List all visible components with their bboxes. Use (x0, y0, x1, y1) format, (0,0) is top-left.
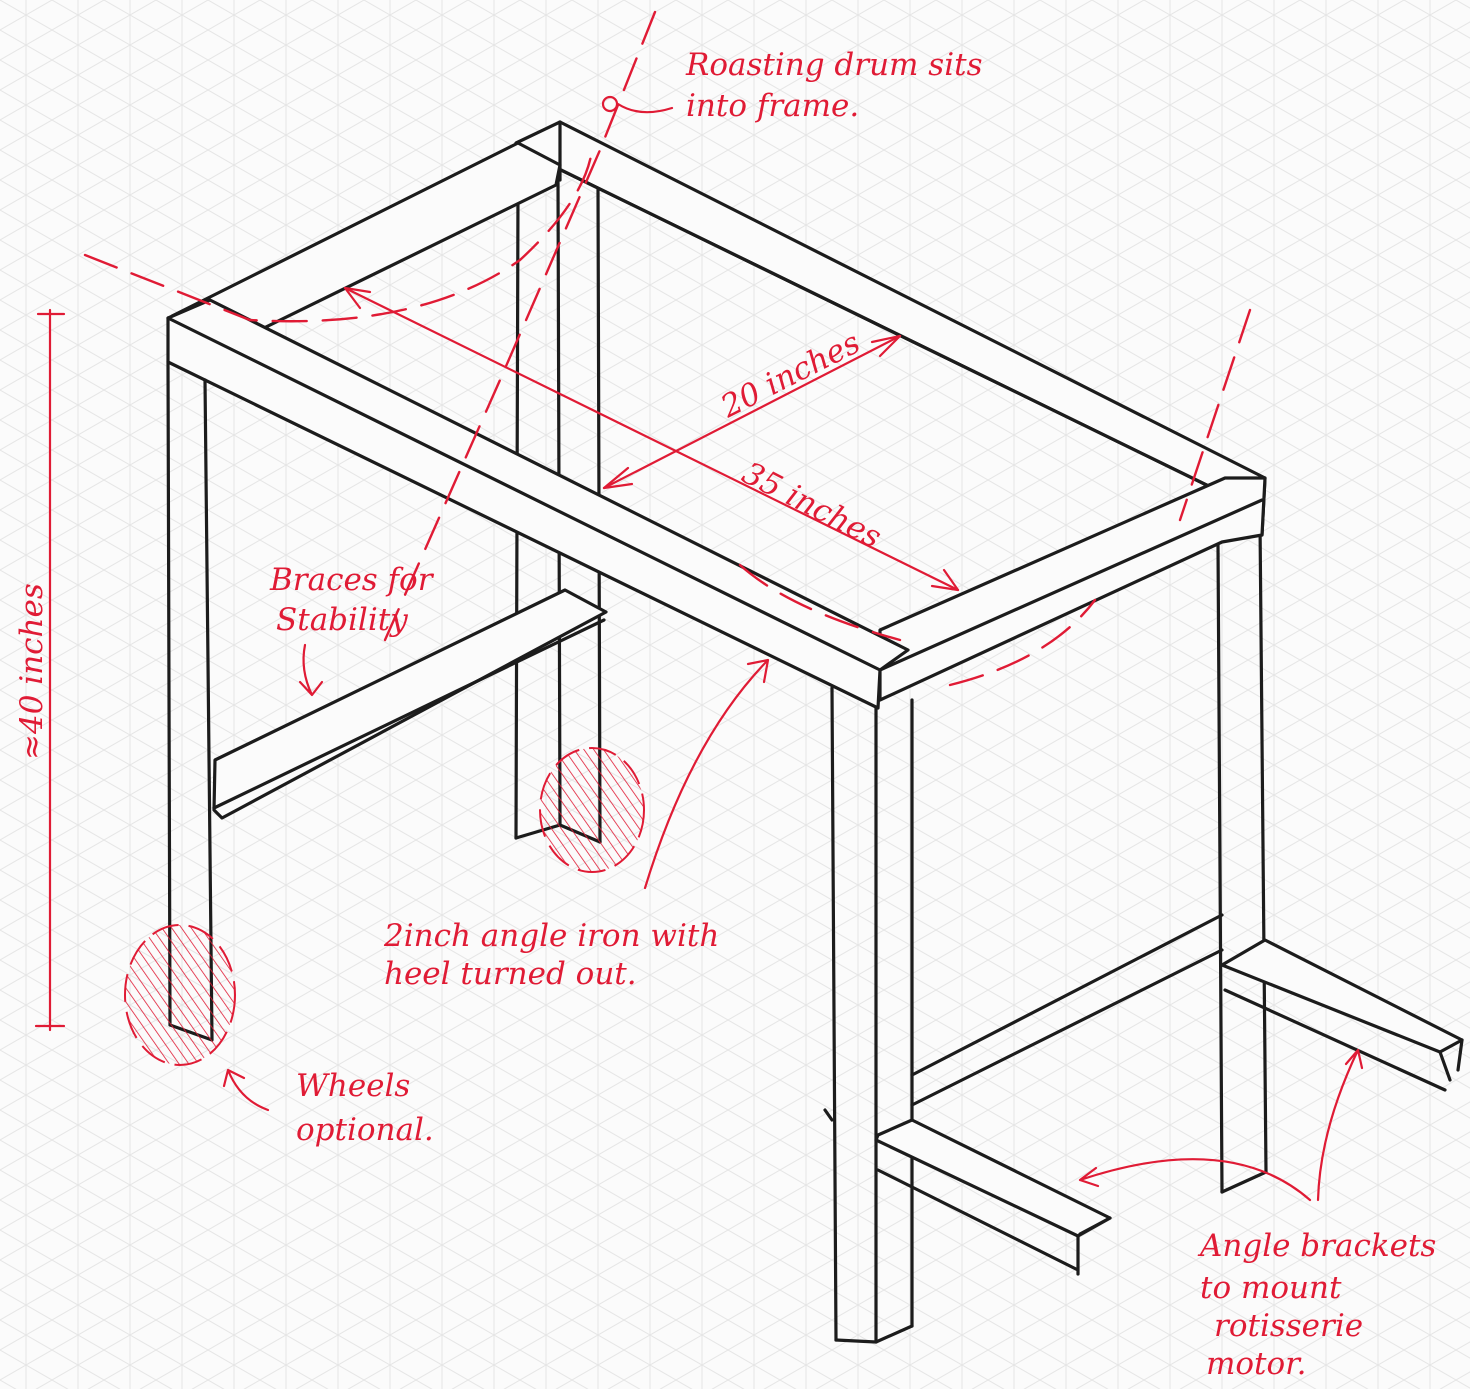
frame-structure (166, 120, 1464, 1344)
dim-35-line (343, 286, 960, 592)
stability-brace (212, 588, 608, 820)
angle-iron-arrow (643, 658, 770, 890)
bracket-arrow-back (1316, 1048, 1364, 1202)
brackets-label-line1: Angle brackets (1197, 1228, 1436, 1264)
drum-outline-left (83, 148, 594, 323)
front-right-leg (830, 686, 914, 1344)
drum-label-line1: Roasting drum sits (685, 47, 983, 83)
motor-bracket-front (823, 1108, 1112, 1276)
dim-40-line (34, 308, 66, 1032)
bracket-arrow-front (1078, 1158, 1312, 1202)
brackets-label-line4: motor. (1206, 1346, 1306, 1382)
braces-arrow (298, 643, 324, 697)
height-dimension-label: ≈40 inches (14, 583, 50, 760)
angle-iron-label-line1: 2inch angle iron with (383, 918, 719, 954)
drum-leader (616, 102, 674, 114)
brackets-label-line2: to mount (1200, 1270, 1342, 1306)
drum-axis-line-right (1178, 308, 1252, 522)
dim-35-arrows (343, 286, 960, 592)
drum-axis-line (383, 10, 657, 642)
brackets-label-line3: rotisserie (1214, 1308, 1363, 1344)
wheels-label-line1: Wheels (296, 1068, 410, 1104)
braces-label-line1: Braces for (269, 562, 435, 598)
wheel-front-left (124, 924, 236, 1066)
braces-label-line2: Stability (276, 602, 408, 638)
wheel-back-left (539, 747, 645, 873)
dim-20-line (602, 334, 902, 490)
wheels-arrow (222, 1068, 270, 1112)
back-right-leg (1216, 520, 1268, 1194)
angle-iron-label-line2: heel turned out. (384, 956, 637, 992)
motor-bracket-back (1220, 938, 1464, 1092)
wheels-label-line2: optional. (296, 1112, 434, 1148)
bottom-side-rail (910, 913, 1224, 1107)
drum-label-line2: into frame. (686, 88, 859, 124)
dim-20-arrows (602, 334, 902, 490)
drum-outline-right (738, 563, 1097, 687)
